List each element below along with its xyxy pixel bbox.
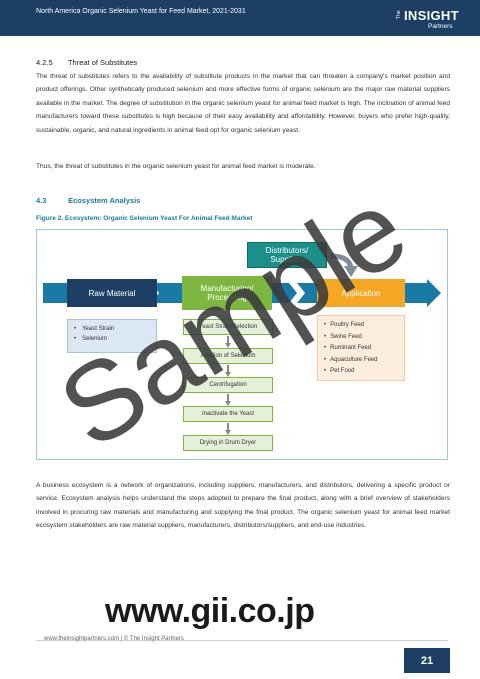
list-item: Aquaculture Feed: [324, 355, 398, 367]
insight-partners-logo: The INSIGHT Partners: [396, 6, 466, 34]
report-title: North America Organic Selenium Yeast for…: [36, 8, 246, 15]
list-item: Pet Food: [324, 366, 398, 378]
manufacturing-box: Manufacturing/ Processing: [182, 276, 272, 310]
raw-material-list: Yeast Strain Selenium: [67, 319, 157, 353]
list-item: Selenium: [74, 334, 150, 344]
page-number: 21: [404, 648, 450, 673]
list-item: Yeast Strain: [74, 324, 150, 334]
process-step: Addition of Selenium: [183, 348, 273, 364]
down-arrow-icon: [225, 365, 231, 377]
footer-divider: [36, 640, 448, 641]
down-arrow-icon: [225, 336, 231, 348]
down-arrow-icon: [225, 423, 231, 435]
page-header: North America Organic Selenium Yeast for…: [0, 0, 480, 36]
section-heading-4-2-5: 4.2.5 Threat of Substitutes: [36, 58, 137, 67]
distributors-box: Distributors/ Suppliers: [247, 242, 327, 268]
section-title: Threat of Substitutes: [67, 58, 138, 67]
application-list: Poultry Feed Swine Feed Ruminant Feed Aq…: [317, 315, 405, 381]
paragraph-conclusion: Thus, the threat of substitutes in the o…: [36, 163, 316, 170]
list-item: Poultry Feed: [324, 320, 398, 332]
paragraph-threat: The threat of substitutes refers to the …: [36, 73, 450, 134]
application-box: Application: [317, 279, 405, 307]
url-watermark: www.gii.co.jp: [105, 592, 315, 630]
figure-caption: Figure 2. Ecosystem: Organic Selenium Ye…: [36, 215, 253, 222]
section-heading-4-3: 4.3 Ecosystem Analysis: [36, 196, 140, 205]
paragraph-ecosystem: A business ecosystem is a network of org…: [36, 482, 450, 530]
process-step: Centrifugation: [183, 377, 273, 393]
logo-insight-text: INSIGHT: [404, 8, 459, 23]
process-step: Drying in Drum Dryer: [183, 435, 273, 451]
raw-material-box: Raw Material: [67, 279, 157, 307]
section-number: 4.3: [36, 196, 47, 205]
list-item: Swine Feed: [324, 332, 398, 344]
ecosystem-diagram: Distributors/ Suppliers Raw Material Man…: [36, 229, 448, 460]
section-number: 4.2.5: [36, 58, 53, 67]
logo-partners-text: Partners: [428, 23, 453, 30]
process-step: Yeast Strain Selection: [183, 319, 273, 335]
down-arrow-icon: [225, 394, 231, 406]
logo-the-text: The: [396, 10, 402, 20]
footer-text: www.theinsightpartners.com | © The Insig…: [44, 636, 184, 642]
process-step: Inactivate the Yeast: [183, 406, 273, 422]
section-title: Ecosystem Analysis: [68, 196, 141, 205]
list-item: Ruminant Feed: [324, 343, 398, 355]
curved-arrow: [330, 253, 358, 277]
